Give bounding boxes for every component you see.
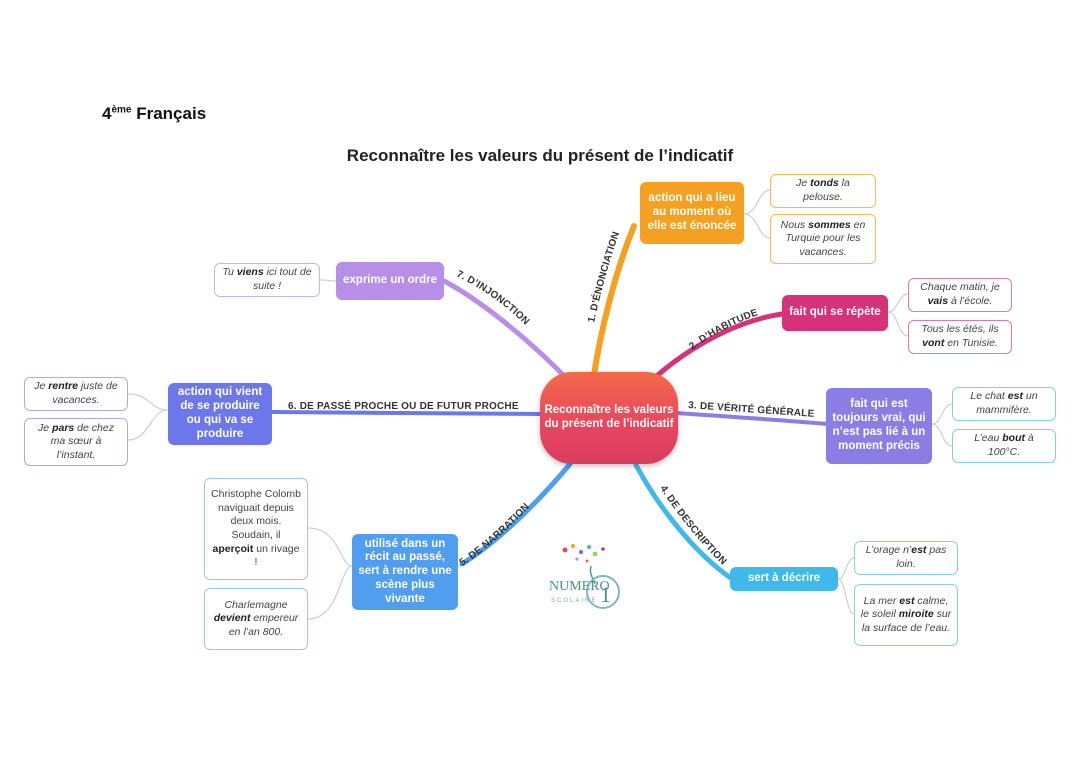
branch-label-5: 5. DE NARRATION	[458, 501, 532, 568]
example-injonction: Tu viens ici tout de suite !	[214, 263, 320, 297]
example-narration-1: Christophe Colomb naviguait depuis deux …	[204, 478, 308, 580]
example-enonciation-1: Je tonds la pelouse.	[770, 174, 876, 208]
example-habitude-2: Tous les étés, ils vont en Tunisie.	[908, 320, 1012, 354]
class-level: 4ème Français	[102, 104, 207, 123]
example-description-1: L’orage n’est pas loin.	[854, 541, 958, 575]
branch-label-4: 4. DE DESCRIPTION	[657, 484, 728, 568]
branch-label-6: 6. DE PASSÉ PROCHE OU DE FUTUR PROCHE	[288, 399, 519, 412]
node-enonciation: action qui a lieu au moment où elle est …	[640, 182, 744, 244]
numero1-scolaire-logo: NUMERO 1 SCOLAIRE	[549, 544, 620, 609]
example-enonciation-2: Nous sommes en Turquie pour les vacances…	[770, 214, 876, 264]
example-verite-2: L’eau bout à 100°C.	[952, 429, 1056, 463]
page-title: Reconnaître les valeurs du présent de l’…	[346, 146, 734, 165]
node-injonction: exprime un ordre	[336, 262, 444, 300]
svg-text:SCOLAIRE: SCOLAIRE	[551, 598, 597, 604]
example-futur-proche: Je pars de chez ma sœur à l’instant.	[24, 418, 128, 466]
node-passe-futur-proche: action qui vient de se produire ou qui v…	[168, 383, 272, 445]
node-description: sert à décrire	[730, 567, 838, 591]
example-description-2: La mer est calme, le soleil miroite sur …	[854, 584, 958, 646]
branch-label-2: 2. D’HABITUDE	[687, 307, 759, 352]
node-verite-generale: fait qui est toujours vrai, qui n’est pa…	[826, 388, 932, 464]
example-verite-1: Le chat est un mammifère.	[952, 387, 1056, 421]
example-narration-2: Charlemagne devient empereur en l’an 800…	[204, 588, 308, 650]
branch-label-7: 7. D’INJONCTION	[455, 269, 532, 328]
svg-text:NUMERO: NUMERO	[549, 579, 610, 594]
central-topic: Reconnaître les valeurs du présent de l’…	[540, 372, 678, 464]
node-habitude: fait qui se répète	[782, 295, 888, 331]
node-narration: utilisé dans un récit au passé, sert à r…	[352, 534, 458, 610]
svg-text:1: 1	[600, 582, 611, 607]
example-passe-proche: Je rentre juste de vacances.	[24, 377, 128, 411]
example-habitude-1: Chaque matin, je vais à l’école.	[908, 278, 1012, 312]
